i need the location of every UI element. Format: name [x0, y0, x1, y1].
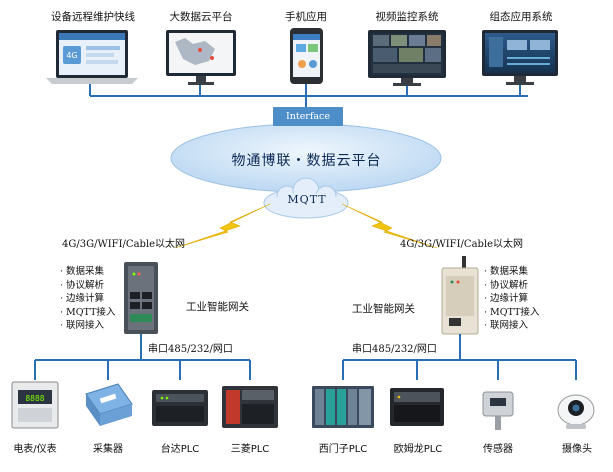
left-gateway-icon — [124, 262, 158, 334]
right-feature-item: · MQTT接入 — [484, 306, 540, 318]
device-label-mitsubishi-plc: 三菱PLC — [230, 444, 270, 455]
left-feature-item: · 协议解析 — [60, 279, 105, 291]
delta-plc-icon — [152, 390, 208, 426]
cloud-platform-title: 物通博联・数据云平台 — [231, 153, 382, 169]
camera-icon — [557, 394, 595, 429]
mitsubishi-plc-icon — [222, 386, 278, 428]
big-data-monitor-icon — [166, 30, 236, 85]
laptop-icon: 4G — [46, 30, 138, 84]
device-label-omron-plc: 欧姆龙PLC — [393, 444, 443, 455]
lightning-right-icon — [341, 203, 438, 249]
app-label-mobile: 手机应用 — [285, 11, 327, 23]
interface-label: Interface — [273, 107, 343, 126]
mqtt-cloud-icon — [263, 177, 349, 219]
app-label-remote-maintenance: 设备远程维护快线 — [51, 11, 135, 23]
app-label-scada: 组态应用系统 — [489, 11, 553, 23]
device-label-siemens-plc: 西门子PLC — [318, 444, 368, 455]
lightning-left-icon — [174, 203, 271, 249]
left-feature-item: · 联网接入 — [60, 320, 105, 331]
device-label-delta-plc: 台达PLC — [160, 444, 200, 455]
app-label-video: 视频监控系统 — [375, 11, 439, 23]
left-feature-item: · MQTT接入 — [60, 306, 116, 318]
right-feature-item: · 边缘计算 — [484, 293, 529, 304]
left-network-label: 4G/3G/WIFI/Cable以太网 — [62, 239, 186, 250]
phone-icon — [290, 28, 323, 84]
right-network-label: 4G/3G/WIFI/Cable以太网 — [400, 239, 524, 250]
left-gateway-name: 工业智能网关 — [186, 301, 249, 313]
mqtt-label: MQTT — [287, 193, 327, 206]
video-monitor-icon — [368, 30, 446, 86]
right-device-bus — [342, 334, 577, 380]
left-device-bus — [34, 334, 251, 380]
collector-icon — [85, 383, 133, 426]
meter-icon: 8888 — [11, 381, 59, 429]
right-gateway-icon — [441, 256, 479, 335]
device-label-camera: 摄像头 — [562, 444, 592, 455]
right-port-label: 串口485/232/网口 — [352, 344, 437, 355]
device-label-meter: 电表/仪表 — [13, 444, 57, 455]
siemens-plc-icon — [312, 386, 374, 428]
right-feature-item: · 数据采集 — [484, 266, 529, 277]
left-feature-list: · 数据采集 · 协议解析 · 边缘计算 · MQTT接入 · 联网接入 — [60, 265, 115, 333]
app-bus — [89, 84, 528, 107]
scada-monitor-icon — [482, 30, 558, 85]
left-feature-item: · 边缘计算 — [60, 293, 105, 304]
svg-text:8888: 8888 — [25, 394, 44, 403]
device-label-collector: 采集器 — [93, 444, 123, 455]
sensor-icon — [482, 391, 514, 430]
svg-text:4G: 4G — [66, 51, 77, 60]
right-feature-list: · 数据采集 · 协议解析 · 边缘计算 · MQTT接入 · 联网接入 — [484, 265, 539, 333]
right-feature-item: · 联网接入 — [484, 320, 529, 331]
device-label-sensor: 传感器 — [483, 444, 513, 455]
left-feature-item: · 数据采集 — [60, 266, 105, 277]
omron-plc-icon — [390, 388, 444, 426]
app-label-big-data: 大数据云平台 — [169, 11, 233, 23]
left-port-label: 串口485/232/网口 — [148, 344, 233, 355]
right-gateway-name: 工业智能网关 — [352, 303, 415, 315]
right-feature-item: · 协议解析 — [484, 279, 529, 291]
